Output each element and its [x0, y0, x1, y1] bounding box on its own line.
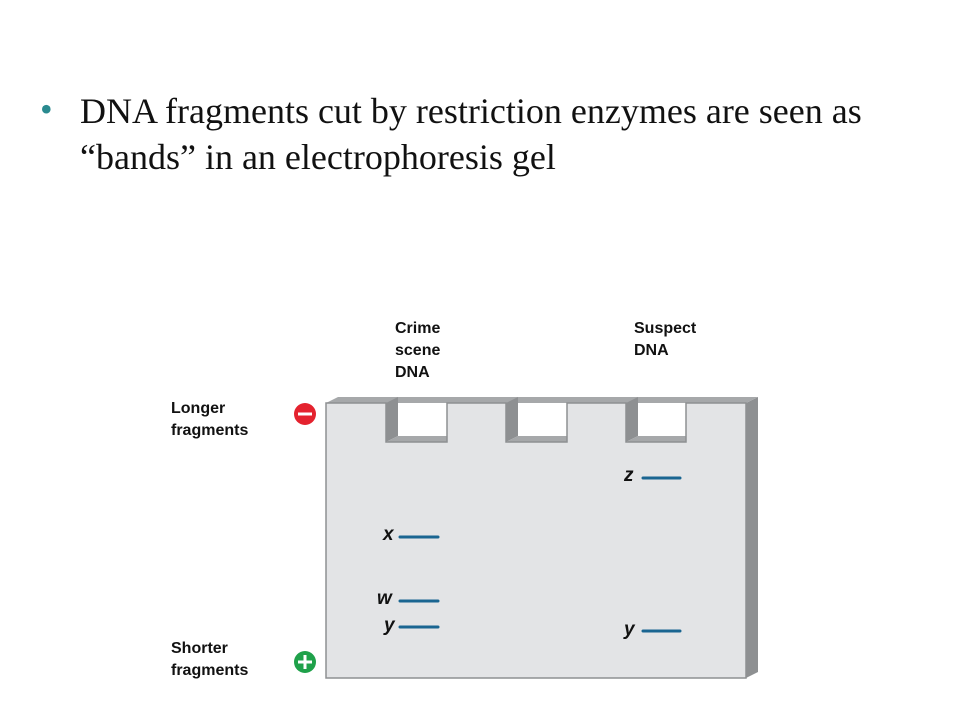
band-label-z: z [624, 465, 634, 486]
gel-face [325, 402, 747, 679]
bullet-text: DNA fragments cut by restriction enzymes… [80, 91, 862, 177]
gel-right-side [746, 397, 758, 678]
band-label-y-crime: y [384, 615, 395, 636]
well-3 [626, 397, 686, 442]
label-longer-fragments: Longer fragments [171, 400, 249, 439]
gel-top-edge [326, 397, 758, 403]
lane-label-suspect: Suspect DNA [634, 320, 697, 359]
band-label-w: w [377, 588, 392, 609]
well-1 [386, 397, 447, 442]
label-shorter-fragments: Shorter fragments [171, 640, 249, 679]
positive-electrode [294, 651, 316, 673]
negative-electrode [294, 403, 316, 425]
band-label-x: x [383, 524, 394, 545]
well-2 [506, 397, 567, 442]
band-label-y-suspect: y [624, 619, 635, 640]
bullet-dot: • [40, 89, 53, 129]
lane-label-crime-scene: Crime scene DNA [395, 320, 441, 381]
